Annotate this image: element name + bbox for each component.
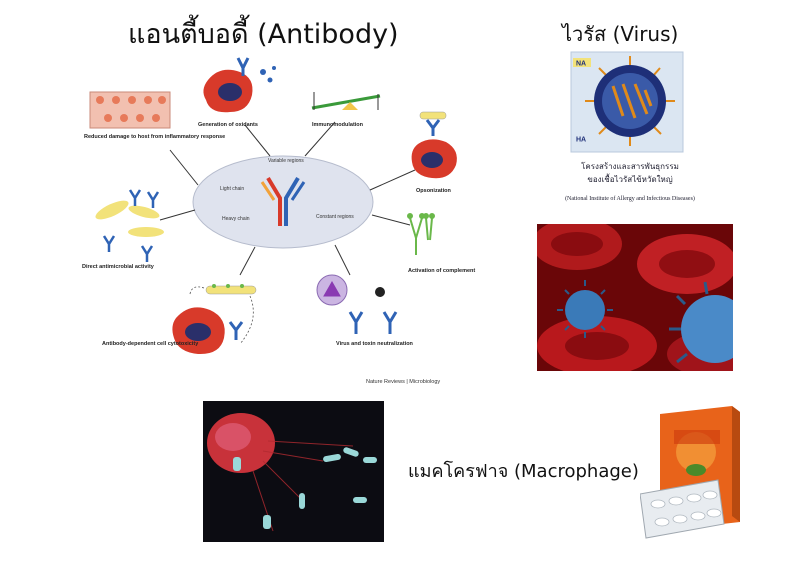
supplement-product-image bbox=[640, 406, 740, 539]
label-constant-regions: Constant regions bbox=[316, 214, 354, 220]
na-label-box bbox=[573, 58, 591, 67]
influenza-virus-diagram: NA HA bbox=[570, 51, 684, 153]
label-antimicrobial: Direct antimicrobial activity bbox=[82, 264, 155, 270]
label-opsonization: Opsonization bbox=[416, 188, 451, 194]
adcc-icon bbox=[172, 284, 257, 355]
neutralization-icon bbox=[316, 274, 398, 334]
virus-caption-source: (National Institute of Allergy and Infec… bbox=[565, 196, 695, 202]
host-tissue-icon bbox=[89, 91, 171, 129]
label-adcc: Antibody-dependent cell cytotoxicity bbox=[102, 341, 199, 347]
label-neutralization: Virus and toxin neutralization bbox=[336, 341, 414, 347]
antibody-title: แอนตี้บอดี้ (Antibody) bbox=[128, 19, 399, 50]
oxidants-cell-icon bbox=[203, 57, 276, 113]
macrophage-image bbox=[203, 401, 384, 542]
label-complement-line: Activation of complement bbox=[408, 268, 475, 274]
label-na: NA bbox=[576, 61, 586, 68]
ha-label-box bbox=[573, 134, 591, 143]
virus-blood-cells-image bbox=[537, 224, 733, 371]
bacteria-group bbox=[233, 447, 377, 529]
antibody-functions-diagram: Variable regions Light chain Heavy chain… bbox=[82, 57, 475, 385]
virus-caption-line1: โครงสร้างและสารพันธุกรรม bbox=[581, 162, 679, 171]
label-variable-regions: Variable regions bbox=[268, 158, 304, 164]
label-light-chain: Light chain bbox=[220, 186, 244, 192]
macrophage-title: แมคโครฟาจ (Macrophage) bbox=[408, 461, 639, 482]
antimicrobial-icon bbox=[95, 189, 164, 262]
label-reduced-damage: Reduced damage to host from inflammatory… bbox=[84, 134, 225, 140]
label-ha: HA bbox=[576, 137, 586, 144]
capsule-blister bbox=[640, 479, 725, 539]
label-heavy-chain: Heavy chain bbox=[222, 216, 250, 222]
virus-particle-blue-2 bbox=[669, 281, 733, 364]
diagram-source: Nature Reviews | Microbiology bbox=[366, 379, 440, 385]
label-immunomodulation: Immunomodulation bbox=[312, 122, 364, 128]
immunomodulation-icon bbox=[311, 92, 381, 110]
complement-icon bbox=[407, 213, 435, 255]
opsonization-icon bbox=[411, 111, 457, 179]
label-oxidants: Generation of oxidants bbox=[198, 122, 258, 128]
virus-particle-blue-1 bbox=[557, 280, 613, 338]
virus-title: ไวรัส (Virus) bbox=[562, 22, 679, 46]
central-antibody-icon bbox=[260, 176, 306, 226]
central-oval bbox=[192, 155, 374, 249]
virus-caption-line2: ของเชื้อไวรัสไข้หวัดใหญ่ bbox=[587, 175, 673, 184]
